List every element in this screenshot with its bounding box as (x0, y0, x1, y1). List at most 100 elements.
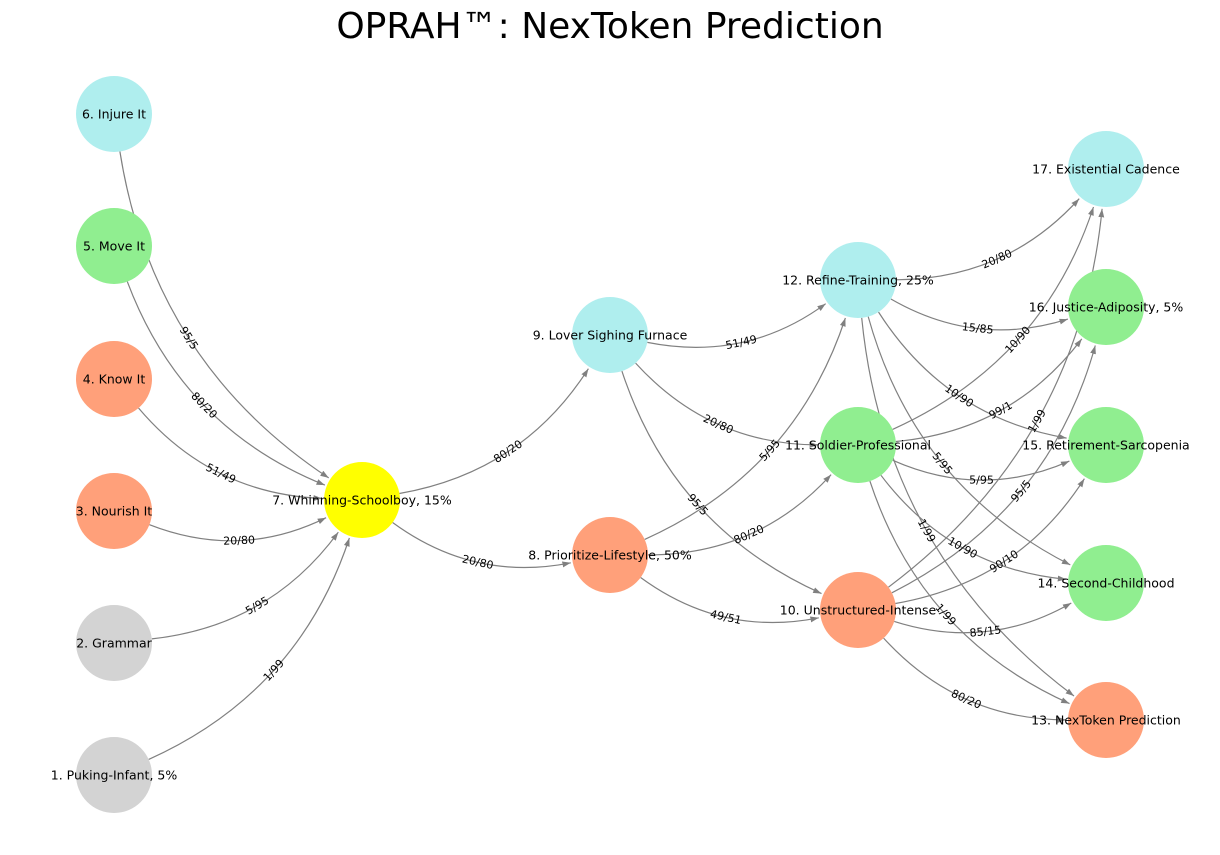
node-9: 9. Lover Sighing Furnace (533, 297, 688, 373)
edge-1-to-7 (148, 537, 350, 760)
node-15: 15. Retirement-Sarcopenia (1022, 407, 1190, 483)
edge-label-10-to-15: 90/10 (987, 547, 1021, 575)
node-6: 6. Injure It (76, 76, 152, 152)
node-17-label: 17. Existential Cadence (1032, 162, 1180, 177)
node-11: 11. Soldier-Professional (785, 407, 931, 483)
edge-11-to-17 (892, 206, 1095, 430)
edge-12-to-14 (867, 316, 1071, 566)
edge-label-8-to-12: 5/95 (757, 437, 783, 464)
node-9-circle (572, 297, 648, 373)
node-16-circle (1068, 269, 1144, 345)
node-14-circle (1068, 545, 1144, 621)
node-8-circle (572, 517, 648, 593)
edge-label-12-to-17: 20/80 (980, 247, 1014, 272)
edge-5-to-7 (126, 281, 326, 486)
nodes-layer: 1. Puking-Infant, 5% 2. Grammar 3. Nourish… (51, 76, 1190, 813)
edge-7-to-8 (392, 522, 571, 569)
edge-label-8-to-11: 80/20 (732, 522, 766, 547)
node-6-circle (76, 76, 152, 152)
edge-11-to-16 (895, 338, 1083, 443)
node-7: 7. Whinning-Schoolboy, 15% (272, 462, 452, 538)
node-13-label: 13. NexToken Prediction (1031, 713, 1181, 728)
edge-label-12-to-13: 1/99 (915, 517, 938, 545)
edge-label-5-to-7: 80/20 (188, 390, 219, 422)
node-5-circle (76, 208, 152, 284)
node-7-circle (324, 462, 400, 538)
node-14: 14. Second-Childhood (1037, 545, 1175, 621)
node-8: 8. Prioritize-Lifestyle, 50% (528, 517, 692, 593)
page-title: OPRAH™: NexToken Prediction (336, 6, 883, 47)
edge-label-4-to-7: 51/49 (204, 461, 238, 487)
node-11-label: 11. Soldier-Professional (785, 438, 931, 453)
edge-label-1-to-7: 1/99 (261, 657, 287, 684)
node-17: 17. Existential Cadence (1032, 131, 1180, 207)
node-1-circle (76, 737, 152, 813)
edge-11-to-15 (892, 459, 1070, 481)
node-16-label: 16. Justice-Adiposity, 5% (1029, 300, 1184, 315)
edge-label-12-to-16: 15/85 (961, 320, 994, 337)
node-2: 2. Grammar (76, 605, 153, 681)
node-12-circle (820, 242, 896, 318)
node-2-label: 2. Grammar (76, 636, 152, 651)
node-14-label: 14. Second-Childhood (1037, 576, 1174, 591)
edge-11-to-13 (869, 480, 1070, 705)
edge-label-8-to-10: 49/51 (709, 607, 743, 627)
edge-label-7-to-9: 80/20 (491, 437, 525, 465)
edge-3-to-7 (149, 517, 327, 542)
node-10-circle (820, 572, 896, 648)
node-10-label: 10. Unstructured-Intense (780, 603, 937, 618)
edge-6-to-7 (119, 151, 330, 479)
edge-8-to-10 (640, 577, 819, 624)
edge-label-9-to-12: 51/49 (724, 333, 758, 352)
node-4-circle (76, 341, 152, 417)
node-1-label: 1. Puking-Infant, 5% (51, 768, 178, 783)
edge-label-9-to-11: 20/80 (701, 412, 735, 437)
edge-8-to-12 (644, 317, 846, 540)
edge-label-3-to-7: 20/80 (223, 533, 255, 547)
edge-9-to-10 (621, 370, 822, 595)
edge-10-to-17 (888, 208, 1105, 588)
edge-label-7-to-8: 20/80 (461, 552, 495, 572)
edge-label-10-to-17: 1/99 (1025, 407, 1048, 435)
node-15-label: 15. Retirement-Sarcopenia (1022, 438, 1189, 453)
edge-12-to-17 (895, 198, 1080, 281)
node-1: 1. Puking-Infant, 5% (51, 737, 178, 813)
edge-12-to-16 (890, 298, 1069, 331)
edge-label-12-to-14: 5/95 (929, 450, 955, 477)
node-12: 12. Refine-Training, 25% (782, 242, 934, 318)
edge-4-to-7 (138, 407, 323, 502)
edge-2-to-7 (151, 531, 339, 640)
edge-9-to-12 (647, 303, 827, 348)
node-5-label: 5. Move It (83, 239, 145, 254)
node-13-circle (1068, 682, 1144, 758)
edge-12-to-15 (877, 311, 1067, 440)
node-3-label: 3. Nourish It (76, 504, 153, 519)
node-13: 13. NexToken Prediction (1031, 682, 1181, 758)
edges-layer (119, 151, 1105, 760)
edge-8-to-11 (647, 474, 832, 556)
node-3-circle (76, 473, 152, 549)
edge-label-11-to-15: 5/95 (969, 474, 994, 487)
edge-label-10-to-13: 80/20 (949, 687, 983, 712)
edge-10-to-14 (894, 602, 1072, 634)
edge-label-12-to-15: 10/90 (942, 382, 976, 410)
edge-9-to-11 (635, 362, 819, 448)
edge-label-6-to-7: 95/5 (177, 324, 201, 352)
edge-7-to-9 (399, 368, 589, 495)
edge-label-10-to-16: 95/5 (1008, 477, 1034, 504)
edge-12-to-13 (861, 317, 1075, 697)
node-4-label: 4. Know It (83, 372, 146, 387)
node-3: 3. Nourish It (76, 473, 153, 549)
node-12-label: 12. Refine-Training, 25% (782, 273, 934, 288)
node-7-label: 7. Whinning-Schoolboy, 15% (272, 493, 452, 508)
node-16: 16. Justice-Adiposity, 5% (1029, 269, 1184, 345)
node-8-label: 8. Prioritize-Lifestyle, 50% (528, 548, 692, 563)
node-4: 4. Know It (76, 341, 152, 417)
node-11-circle (820, 407, 896, 483)
node-2-circle (76, 605, 152, 681)
edge-10-to-15 (895, 478, 1085, 605)
node-5: 5. Move It (76, 208, 152, 284)
edge-11-to-14 (880, 474, 1067, 582)
node-10: 10. Unstructured-Intense (780, 572, 937, 648)
